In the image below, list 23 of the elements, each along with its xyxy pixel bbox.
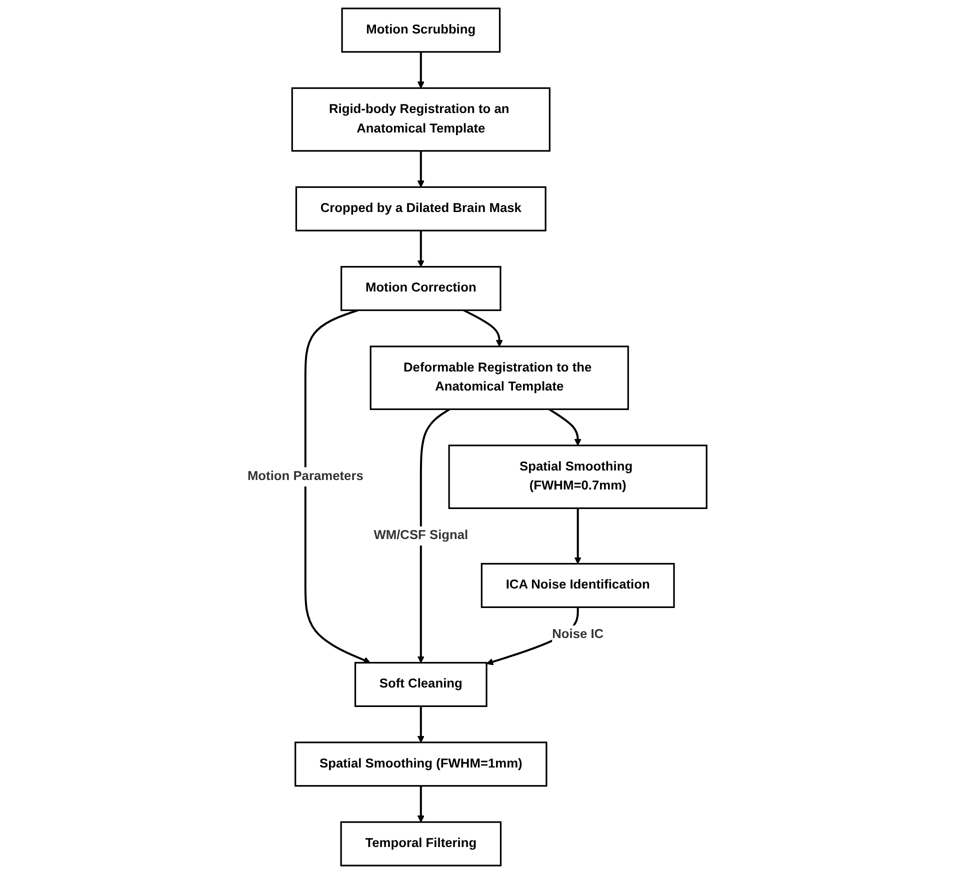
node-box: Deformable Registration to the Anatomical Template [370, 346, 629, 410]
arrow [417, 52, 424, 88]
arrow [417, 150, 424, 188]
arrow [417, 408, 450, 664]
node-box: Soft Cleaning [354, 662, 488, 707]
arrow [463, 309, 503, 347]
arrow [574, 508, 582, 564]
arrow [304, 309, 370, 664]
edge-label: Motion Parameters [247, 470, 364, 484]
node-box: ICA Noise Identification [480, 562, 675, 608]
arrow [417, 706, 424, 743]
node-box: Rigid-body Registration to an Anatomical Template [291, 87, 550, 152]
node-box: Motion Scrubbing [341, 8, 501, 53]
arrow [417, 230, 424, 268]
arrow [417, 786, 424, 822]
edge-label: Noise IC [552, 628, 604, 642]
arrow [548, 408, 582, 446]
node-box: Temporal Filtering [340, 821, 502, 866]
node-box: Spatial Smoothing (FWHM=0.7mm) [448, 444, 708, 510]
node-box: Motion Correction [340, 266, 502, 312]
node-box: Cropped by a Dilated Brain Mask [295, 186, 546, 232]
node-box: Spatial Smoothing (FWHM=1mm) [294, 742, 548, 787]
edge-label: WM/CSF Signal [374, 528, 468, 542]
